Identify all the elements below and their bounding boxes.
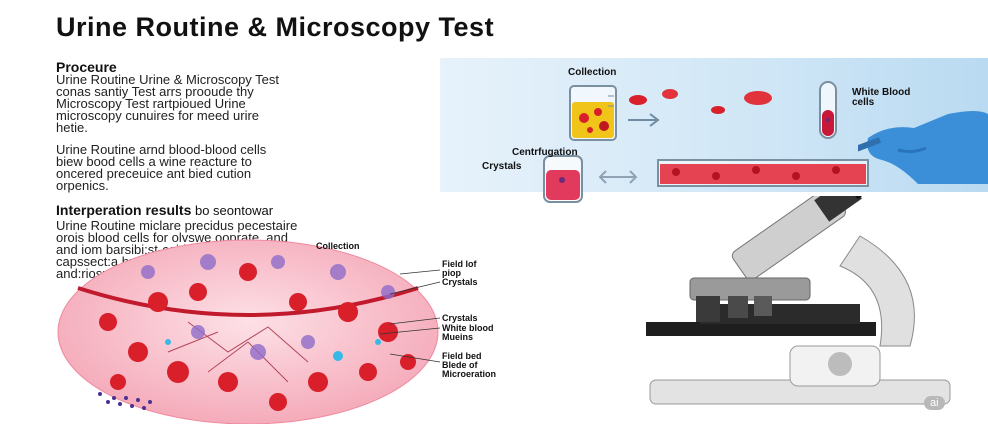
centrifuge-tray <box>657 159 869 187</box>
procedure-heading: Proceure <box>56 59 117 75</box>
beaker-icon <box>569 85 617 141</box>
procedure-line: Microscopy Test rartpioued Urine <box>56 96 246 111</box>
procedure-line: hetie. <box>56 120 88 135</box>
micro-label-field-drop: Field lof piop <box>442 259 477 278</box>
interpretation-line: Urine Routine miclare precidus pecestair… <box>56 218 298 233</box>
procedure-line: orpenics. <box>56 178 109 193</box>
page-title: Urine Routine & Microscopy Test <box>56 12 495 42</box>
floating-cells <box>629 89 772 114</box>
text-column: Proceure Urine Routine Urine & Microscop… <box>56 60 426 280</box>
arrow-icon <box>598 170 638 184</box>
label-white-blood: White Blood cells <box>852 87 911 108</box>
test-tube-icon <box>543 155 583 203</box>
interpretation-heading-row: Interperation results bo seontowar <box>56 202 426 220</box>
leader-lines <box>330 258 441 363</box>
glove-hand-icon <box>858 111 988 184</box>
microscopy-field <box>57 239 439 424</box>
interpretation-heading-tail: bo seontowar <box>191 203 274 218</box>
procedure-line: Urine Routine arnd blood-blood cells <box>56 142 267 157</box>
procedure-line: oncered preceuice ant bied cution <box>56 166 252 181</box>
procedure-line: Urine Routine Urine & Microscopy Test <box>56 72 280 87</box>
arrow-icon <box>628 113 660 127</box>
micro-label-crystals: Crystals <box>442 313 478 323</box>
test-tube-icon <box>819 81 837 139</box>
micro-label-collection: Collection <box>316 241 360 251</box>
micro-label-crystals: Crystals <box>442 277 478 287</box>
label-collection: Collection <box>568 67 617 78</box>
procedure-line: microscopy cunuires for meed urire <box>56 108 260 123</box>
micro-label-field-slide: Field bed Blede of Microeration <box>442 351 497 379</box>
microscope-icon <box>646 196 951 405</box>
ai-badge: ai <box>924 396 945 410</box>
procedure-line: conas santiy Test arrs prooude thy <box>56 84 254 99</box>
label-crystals: Crystals <box>482 161 522 172</box>
interpretation-heading: Interperation results <box>56 202 192 218</box>
micro-label-white-blood: White blood Mueins <box>442 323 494 342</box>
label-centrifugation: Centrfugation <box>512 147 578 158</box>
procedure-line: biew bood cells a wine reacture to <box>56 154 252 169</box>
